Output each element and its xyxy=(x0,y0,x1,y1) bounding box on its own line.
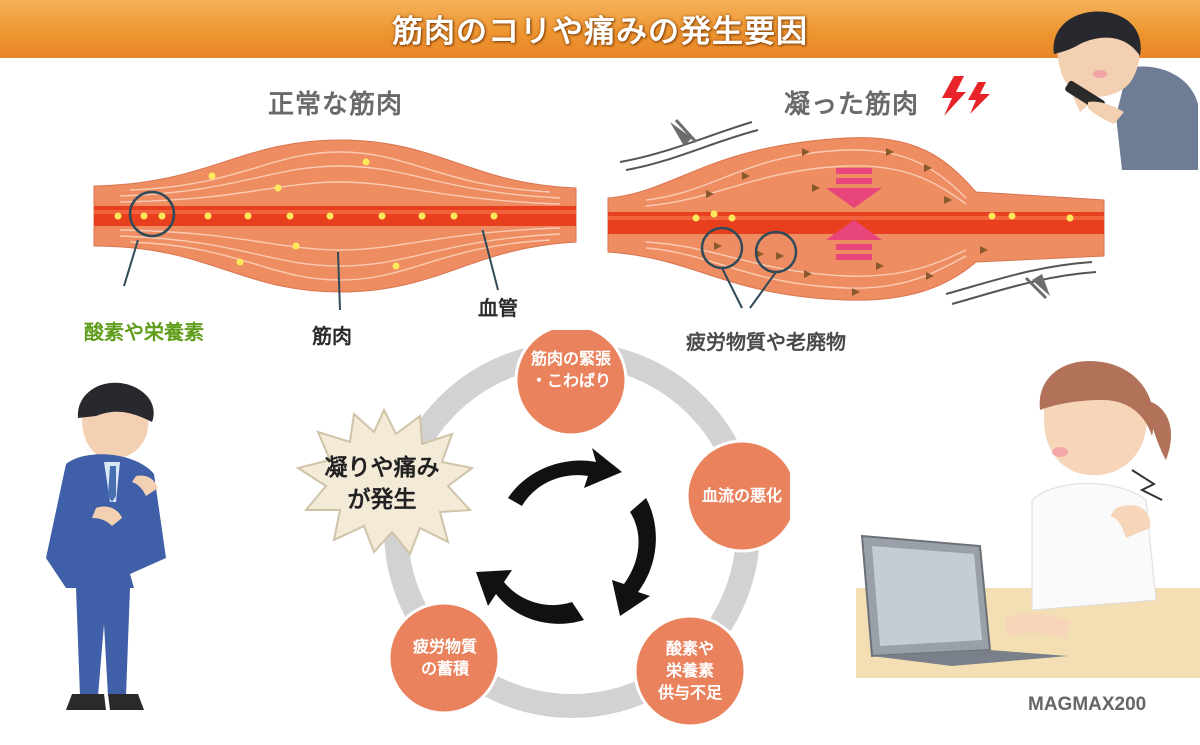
watermark: MAGMAX200 xyxy=(1028,694,1147,715)
cycle-step-text: 血流の悪化 xyxy=(701,486,782,505)
cycle-center-text: が発生 xyxy=(347,486,417,513)
waste-product-label: 疲労物質や老廃物 xyxy=(686,330,846,354)
cycle-center-text: 凝りや痛み xyxy=(324,454,440,481)
cycle-step-accumulation: 疲労物質 の蓄積 xyxy=(390,636,500,680)
cycle-step-text: 供与不足 xyxy=(657,683,722,702)
title-banner xyxy=(0,0,1200,58)
stiff-muscle-title: 凝った筋肉 xyxy=(784,90,920,120)
cycle-step-text: の蓄積 xyxy=(420,659,469,678)
normal-muscle-leader-lines xyxy=(123,230,499,311)
cycle-step-text: 疲労物質 xyxy=(412,637,477,656)
cycle-step-tension: 筋肉の緊張 ・こわばり xyxy=(516,348,626,392)
cycle-node-supply xyxy=(633,614,747,728)
cycle-center-label: 凝りや痛み が発生 xyxy=(300,452,464,516)
stiff-muscle-diagram xyxy=(607,118,1105,309)
burst-shape xyxy=(295,407,475,556)
smartphone-user-illustration xyxy=(1053,11,1198,170)
cycle-step-text: 酸素や xyxy=(665,639,714,658)
cycle-step-text: 栄養素 xyxy=(665,661,714,680)
cycle-step-bloodflow: 血流の悪化 xyxy=(688,485,796,507)
cycle-node-tension xyxy=(514,330,628,437)
normal-muscle-diagram xyxy=(93,139,577,293)
pressure-arrow-icon xyxy=(826,168,882,260)
cycle-step-text: 筋肉の緊張 xyxy=(530,349,611,368)
cycle-node-accumulation xyxy=(387,601,501,715)
cycle-node-bloodflow xyxy=(685,439,790,553)
cycle-step-supply: 酸素や 栄養素 供与不足 xyxy=(635,638,745,704)
muscle-label: 筋肉 xyxy=(312,324,352,348)
laptop-user-illustration xyxy=(856,360,1200,678)
businessman-illustration xyxy=(46,382,166,710)
normal-muscle-title: 正常な筋肉 xyxy=(268,90,404,120)
lightning-icon xyxy=(942,76,990,116)
cycle-arrow-icon xyxy=(476,448,656,624)
cycle-step-nodes xyxy=(387,330,790,728)
page-title: 筋肉のコリや痛みの発生要因 xyxy=(392,14,808,50)
cycle-step-text: ・こわばり xyxy=(530,371,611,390)
blood-vessel-label: 血管 xyxy=(478,296,518,320)
oxygen-nutrient-label: 酸素や栄養素 xyxy=(84,320,204,344)
